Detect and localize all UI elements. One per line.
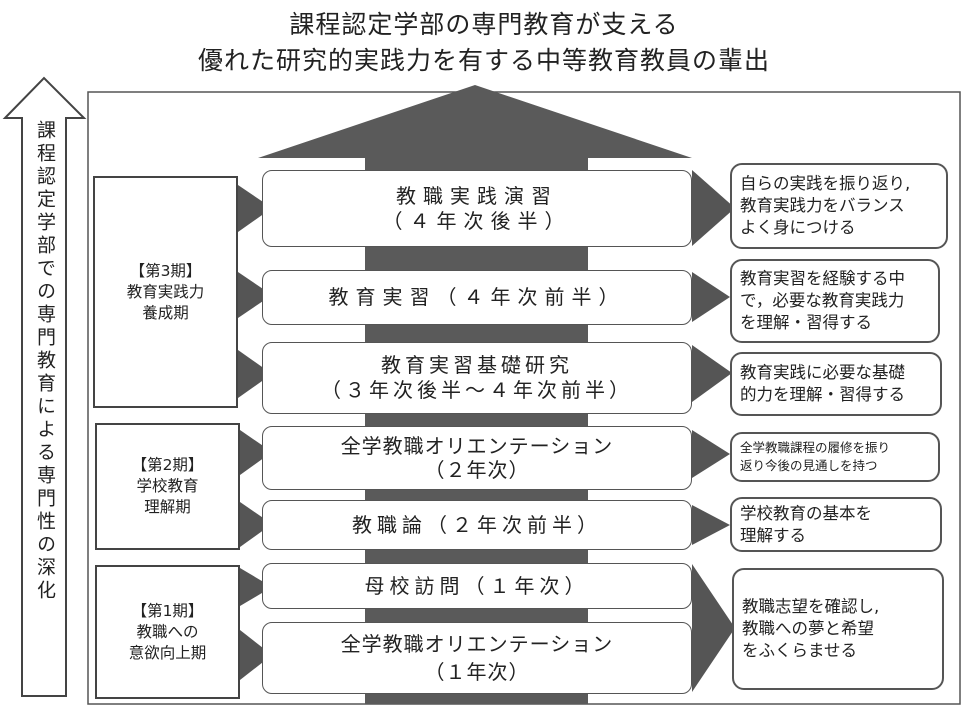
period-2-title-2: 理解期 — [144, 498, 191, 516]
note-3-line-2: 的力を理解・習得する — [740, 385, 905, 404]
note-6-line-1: 教職志望を確認し, — [742, 597, 880, 616]
connector-p2-c4 — [240, 430, 272, 475]
course-box-2: 教育実習（４年次前半） — [262, 270, 692, 325]
course-box-7: 全学教職オリエンテーション （１年次） — [262, 622, 692, 694]
note-1-line-3: よく身につける — [740, 218, 856, 237]
note-box-1: 自らの実践を振り返り, 教育実践力をバランス よく身につける — [730, 163, 948, 249]
course-box-5: 教職論（２年次前半） — [262, 500, 692, 550]
course-4-term: （２年次） — [424, 458, 530, 482]
course-3-term: （３年次後半～４年次前半） — [321, 378, 633, 402]
note-2-line-2: で，必要な教育実践力 — [740, 291, 905, 310]
course-6-name: 母校訪問（１年次） — [364, 573, 590, 598]
connector-c3-n3 — [692, 345, 732, 402]
connector-p2-c5 — [240, 502, 272, 547]
note-box-3: 教育実践に必要な基礎 的力を理解・習得する — [730, 352, 942, 416]
course-box-3: 教育実習基礎研究 （３年次後半～４年次前半） — [262, 342, 692, 414]
note-2-line-3: を理解・習得する — [740, 313, 872, 332]
note-box-6: 教職志望を確認し, 教職への夢と希望 をふくらませる — [732, 568, 944, 690]
course-7-term: （１年次） — [424, 660, 530, 684]
note-6-line-2: 教職への夢と希望 — [742, 619, 874, 638]
course-1-term: （４年次後半） — [382, 208, 572, 233]
course-4-name: 全学教職オリエンテーション — [340, 434, 614, 458]
course-2-name: 教育実習（４年次前半） — [328, 285, 626, 309]
period-1-title-1: 教職への — [136, 622, 199, 641]
note-box-4: 全学教職課程の履修を振り 返り今後の見通しを持つ — [730, 432, 940, 482]
connector-p3-c1 — [238, 185, 272, 232]
connector-p3-c3 — [238, 350, 272, 398]
connector-c1-n1 — [692, 170, 735, 246]
connector-p1-c7 — [240, 630, 272, 680]
course-1-name: 教職実践演習 — [396, 183, 558, 208]
period-2-label: 【第2期】 — [131, 456, 204, 474]
connector-c5-n5 — [692, 505, 730, 545]
course-7-name: 全学教職オリエンテーション — [340, 632, 614, 656]
note-connectors — [692, 170, 735, 692]
note-4-line-2: 返り今後の見通しを持つ — [740, 458, 878, 473]
connector-p3-c2 — [238, 272, 272, 318]
note-1-line-1: 自らの実践を振り返り, — [740, 174, 911, 193]
note-box-2: 教育実習を経験する中 で，必要な教育実践力 を理解・習得する — [730, 259, 940, 343]
period-connectors — [238, 185, 272, 680]
page-title-line-1: 課程認定学部の専門教育が支える — [289, 10, 679, 39]
connector-p1-c6 — [240, 568, 272, 606]
period-2-box: 【第2期】 学校教育 理解期 — [95, 423, 240, 550]
note-5-line-1: 学校教育の基本を — [740, 503, 872, 523]
side-up-arrow — [2, 76, 87, 697]
period-3-title-2: 養成期 — [142, 303, 189, 322]
note-box-5: 学校教育の基本を 理解する — [730, 497, 942, 552]
connector-c4-n4 — [692, 430, 730, 478]
connector-c67-n6 — [692, 564, 735, 692]
side-arrow-label: 課程認定学部での専門教育による専門性の深化 — [34, 120, 56, 603]
course-box-4: 全学教職オリエンテーション （２年次） — [262, 426, 692, 490]
course-box-1: 教職実践演習 （４年次後半） — [262, 170, 692, 247]
course-box-6: 母校訪問（１年次） — [262, 563, 692, 609]
period-3-label: 【第3期】 — [129, 261, 202, 280]
course-3-name: 教育実習基礎研究 — [381, 353, 573, 377]
note-5-line-2: 理解する — [740, 525, 806, 545]
period-2-title-1: 学校教育 — [136, 477, 199, 495]
note-3-line-1: 教育実践に必要な基礎 — [740, 363, 905, 382]
connector-c2-n2 — [692, 272, 730, 322]
period-1-box: 【第1期】 教職への 意欲向上期 — [95, 565, 240, 699]
note-6-line-3: をふくらませる — [742, 641, 858, 660]
period-1-label: 【第1期】 — [131, 601, 204, 620]
note-4-line-1: 全学教職課程の履修を振り — [740, 440, 891, 455]
course-5-name: 教職論（２年次前半） — [352, 512, 602, 537]
note-1-line-2: 教育実践力をバランス — [740, 196, 905, 215]
period-3-box: 【第3期】 教育実践力 養成期 — [93, 176, 238, 408]
period-3-title-1: 教育実践力 — [126, 282, 205, 301]
page-title-line-2: 優れた研究的実践力を有する中等教育教員の輩出 — [197, 46, 770, 75]
note-2-line-1: 教育実習を経験する中 — [740, 269, 905, 288]
period-1-title-2: 意欲向上期 — [128, 643, 207, 662]
